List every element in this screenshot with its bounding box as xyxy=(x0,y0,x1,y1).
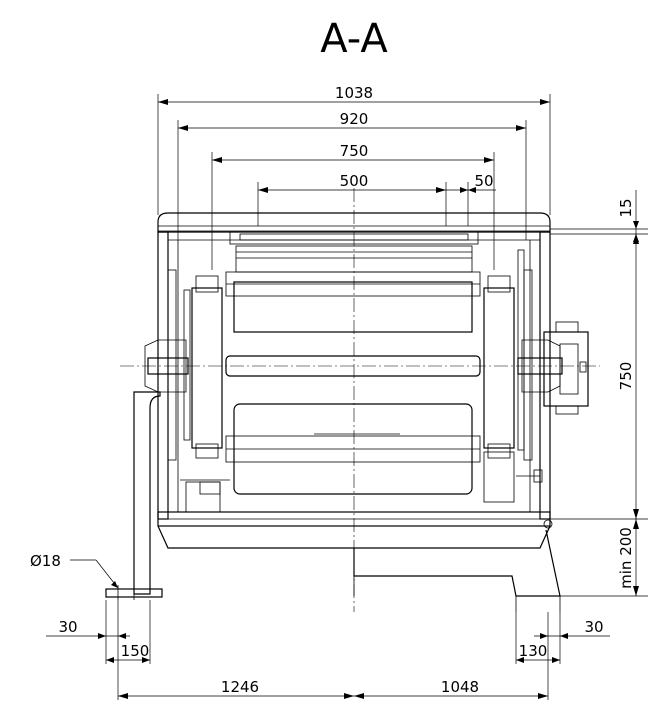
dim-offset: 50 xyxy=(474,172,493,190)
side-plates xyxy=(167,249,533,461)
roller-frames xyxy=(191,275,515,503)
foot-hole-leader xyxy=(70,559,119,589)
machine-housing xyxy=(157,212,561,612)
section-title: A-A xyxy=(320,16,388,62)
upper-roller xyxy=(225,231,481,333)
drive-box xyxy=(516,321,589,483)
dim-roll-length: 500 xyxy=(340,172,369,190)
pump-detail xyxy=(180,479,230,513)
horizontal-dimensions xyxy=(157,94,551,270)
dim-top-thickness: 15 xyxy=(617,198,635,217)
dim-right-base: 1048 xyxy=(441,678,479,696)
dim-foot-left-width: 150 xyxy=(121,642,150,660)
dim-foot-right-edge: 30 xyxy=(584,618,603,636)
lower-roller xyxy=(225,403,481,495)
dim-left-base: 1246 xyxy=(221,678,259,696)
main-shaft xyxy=(144,339,563,393)
dim-roller-span: 750 xyxy=(340,142,369,160)
dim-height: 750 xyxy=(617,362,635,391)
left-leg xyxy=(105,391,163,600)
dim-inner-width: 920 xyxy=(340,110,369,128)
dim-min-clearance: min 200 xyxy=(617,527,635,589)
bottom-dimensions xyxy=(46,600,610,700)
dim-foot-hole: Ø18 xyxy=(30,552,61,570)
dim-foot-left-edge: 30 xyxy=(58,618,77,636)
dim-foot-right-width: 130 xyxy=(519,642,548,660)
vertical-dimensions xyxy=(550,190,648,597)
dim-overall-width: 1038 xyxy=(335,84,373,102)
